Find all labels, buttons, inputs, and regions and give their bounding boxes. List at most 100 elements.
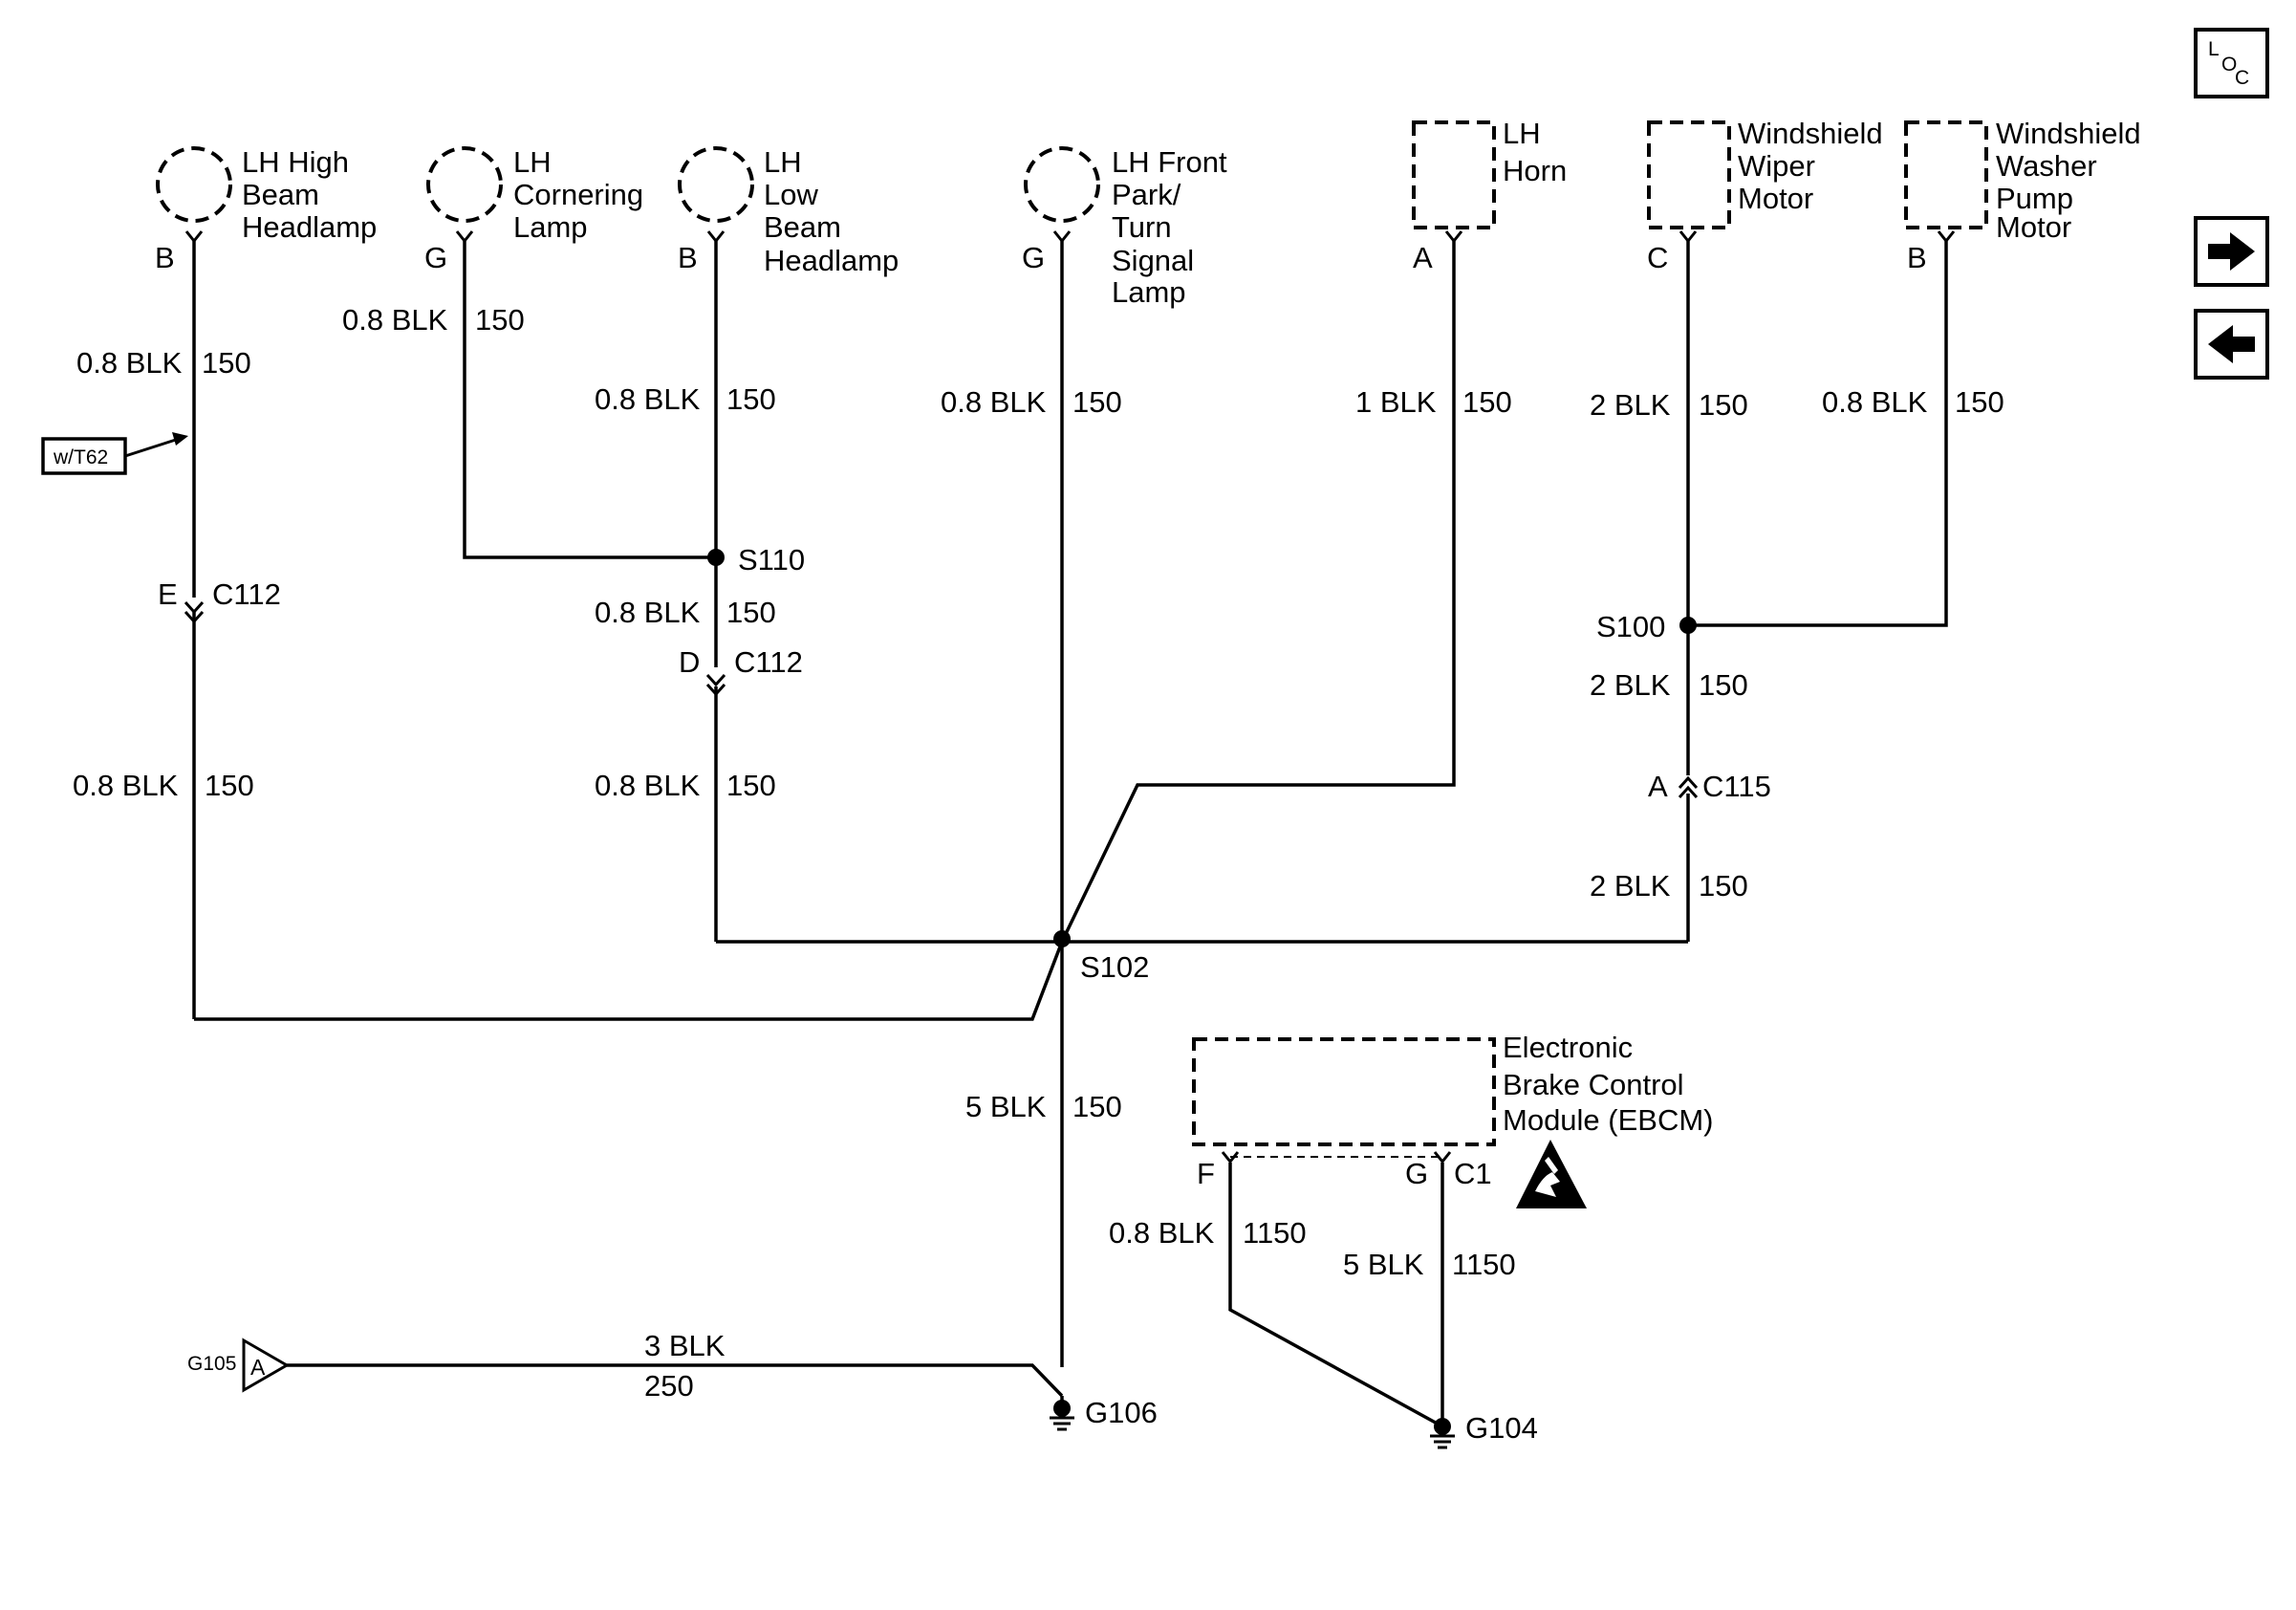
svg-text:5 BLK: 5 BLK xyxy=(1343,1248,1424,1281)
wire-label-low-beam-mid: 0.8 BLK 150 xyxy=(595,596,776,629)
svg-text:Motor: Motor xyxy=(1738,182,1813,215)
option-tag-w-t62: w/T62 xyxy=(41,432,188,475)
svg-text:C: C xyxy=(2235,67,2249,89)
connector-c112-low: D C112 xyxy=(679,645,803,697)
svg-text:150: 150 xyxy=(726,382,776,416)
svg-text:Windshield: Windshield xyxy=(1738,117,1883,150)
wire-label-cornering: 0.8 BLK 150 xyxy=(342,303,525,337)
svg-text:Park/: Park/ xyxy=(1112,178,1181,211)
splice-s100: S100 xyxy=(1596,610,1697,643)
svg-text:2 BLK: 2 BLK xyxy=(1590,388,1671,422)
svg-text:150: 150 xyxy=(726,769,776,802)
svg-text:LH: LH xyxy=(513,145,552,179)
lh-front-park-turn-signal-lamp: LH Front Park/ Turn Signal Lamp G xyxy=(1022,145,1227,309)
svg-text:0.8 BLK: 0.8 BLK xyxy=(73,769,179,802)
svg-text:S100: S100 xyxy=(1596,610,1665,643)
wire-label-ebcm-f: 0.8 BLK 1150 xyxy=(1109,1216,1307,1250)
connector-c112-high: E C112 xyxy=(158,577,281,624)
wire-label-wiper-upper: 2 BLK 150 xyxy=(1590,388,1748,422)
svg-text:B: B xyxy=(155,241,175,274)
svg-text:0.8 BLK: 0.8 BLK xyxy=(342,303,448,337)
lh-cornering-lamp: LH Cornering Lamp G xyxy=(424,145,643,274)
wire-label-ebcm-g: 5 BLK 1150 xyxy=(1343,1248,1516,1281)
wires xyxy=(192,241,1948,1428)
esd-warning-icon xyxy=(1516,1140,1587,1208)
svg-text:LH Front: LH Front xyxy=(1112,145,1227,179)
svg-text:Headlamp: Headlamp xyxy=(764,244,899,277)
svg-text:G: G xyxy=(1022,241,1045,274)
svg-text:150: 150 xyxy=(202,346,251,380)
lh-horn: LH Horn A xyxy=(1412,117,1567,274)
wire-label-high-beam-lower: 0.8 BLK 150 xyxy=(73,769,254,802)
svg-text:150: 150 xyxy=(475,303,525,337)
wire-label-high-beam-upper: 0.8 BLK 150 xyxy=(76,346,251,380)
arrow-left-icon xyxy=(2208,325,2255,363)
svg-text:1 BLK: 1 BLK xyxy=(1355,385,1437,419)
svg-text:150: 150 xyxy=(1072,1090,1122,1123)
svg-text:Electronic: Electronic xyxy=(1503,1031,1633,1064)
svg-text:3 BLK: 3 BLK xyxy=(644,1329,726,1362)
wire-label-wiper-mid: 2 BLK 150 xyxy=(1590,668,1748,702)
svg-text:L: L xyxy=(2208,38,2220,60)
svg-text:Motor: Motor xyxy=(1996,210,2071,244)
svg-text:Brake Control: Brake Control xyxy=(1503,1068,1684,1101)
svg-text:LH: LH xyxy=(1503,117,1541,150)
splice-s102: S102 xyxy=(1053,930,1149,984)
svg-text:S102: S102 xyxy=(1080,950,1149,984)
svg-text:150: 150 xyxy=(1699,388,1748,422)
svg-text:150: 150 xyxy=(1955,385,2004,419)
wire-label-main-ground: 5 BLK 150 xyxy=(965,1090,1122,1123)
svg-text:Turn: Turn xyxy=(1112,210,1172,244)
svg-text:Pump: Pump xyxy=(1996,182,2073,215)
svg-text:250: 250 xyxy=(644,1369,694,1403)
svg-text:E: E xyxy=(158,577,178,611)
svg-text:Wiper: Wiper xyxy=(1738,149,1815,183)
svg-text:Horn: Horn xyxy=(1503,154,1567,187)
svg-text:C112: C112 xyxy=(212,577,281,611)
svg-text:150: 150 xyxy=(205,769,254,802)
svg-text:A: A xyxy=(1413,241,1433,274)
svg-text:A: A xyxy=(250,1355,266,1380)
svg-text:Beam: Beam xyxy=(764,210,841,244)
svg-text:150: 150 xyxy=(1072,385,1122,419)
svg-text:150: 150 xyxy=(726,596,776,629)
svg-text:2 BLK: 2 BLK xyxy=(1590,869,1671,903)
svg-text:C: C xyxy=(1647,241,1668,274)
svg-text:Headlamp: Headlamp xyxy=(242,210,377,244)
previous-page-button[interactable] xyxy=(2194,309,2269,380)
svg-text:0.8 BLK: 0.8 BLK xyxy=(595,382,701,416)
svg-text:Windshield: Windshield xyxy=(1996,117,2141,150)
svg-text:Washer: Washer xyxy=(1996,149,2097,183)
svg-text:1150: 1150 xyxy=(1243,1216,1307,1250)
svg-text:Beam: Beam xyxy=(242,178,319,211)
svg-text:A: A xyxy=(1648,770,1668,803)
svg-text:5 BLK: 5 BLK xyxy=(965,1090,1047,1123)
svg-text:G105: G105 xyxy=(187,1353,236,1375)
windshield-wiper-motor: Windshield Wiper Motor C xyxy=(1647,117,1883,274)
svg-text:F: F xyxy=(1197,1157,1215,1190)
svg-text:B: B xyxy=(1907,241,1927,274)
wire-label-washer: 0.8 BLK 150 xyxy=(1822,385,2004,419)
svg-text:0.8 BLK: 0.8 BLK xyxy=(1822,385,1928,419)
wire-label-low-beam-lower: 0.8 BLK 150 xyxy=(595,769,776,802)
svg-text:LH: LH xyxy=(764,145,802,179)
svg-text:0.8 BLK: 0.8 BLK xyxy=(76,346,183,380)
next-page-button[interactable] xyxy=(2194,216,2269,287)
svg-text:150: 150 xyxy=(1699,869,1748,903)
svg-text:0.8 BLK: 0.8 BLK xyxy=(941,385,1047,419)
wire-label-wiper-lower: 2 BLK 150 xyxy=(1590,869,1748,903)
svg-text:C112: C112 xyxy=(734,645,803,679)
lh-low-beam-headlamp: LH Low Beam Headlamp B xyxy=(678,145,899,277)
ebcm-module: Electronic Brake Control Module (EBCM) F… xyxy=(1192,1031,1714,1190)
svg-text:C115: C115 xyxy=(1702,770,1771,803)
svg-text:S110: S110 xyxy=(738,543,805,577)
arrow-right-icon xyxy=(2208,232,2255,271)
svg-text:0.8 BLK: 0.8 BLK xyxy=(1109,1216,1215,1250)
svg-text:Module (EBCM): Module (EBCM) xyxy=(1503,1103,1714,1137)
loc-button[interactable]: L O C xyxy=(2194,28,2269,98)
splice-s110: S110 xyxy=(707,543,805,577)
wire-label-g105-link: 3 BLK 250 xyxy=(644,1329,726,1403)
svg-text:LH High: LH High xyxy=(242,145,349,179)
svg-text:150: 150 xyxy=(1699,668,1748,702)
